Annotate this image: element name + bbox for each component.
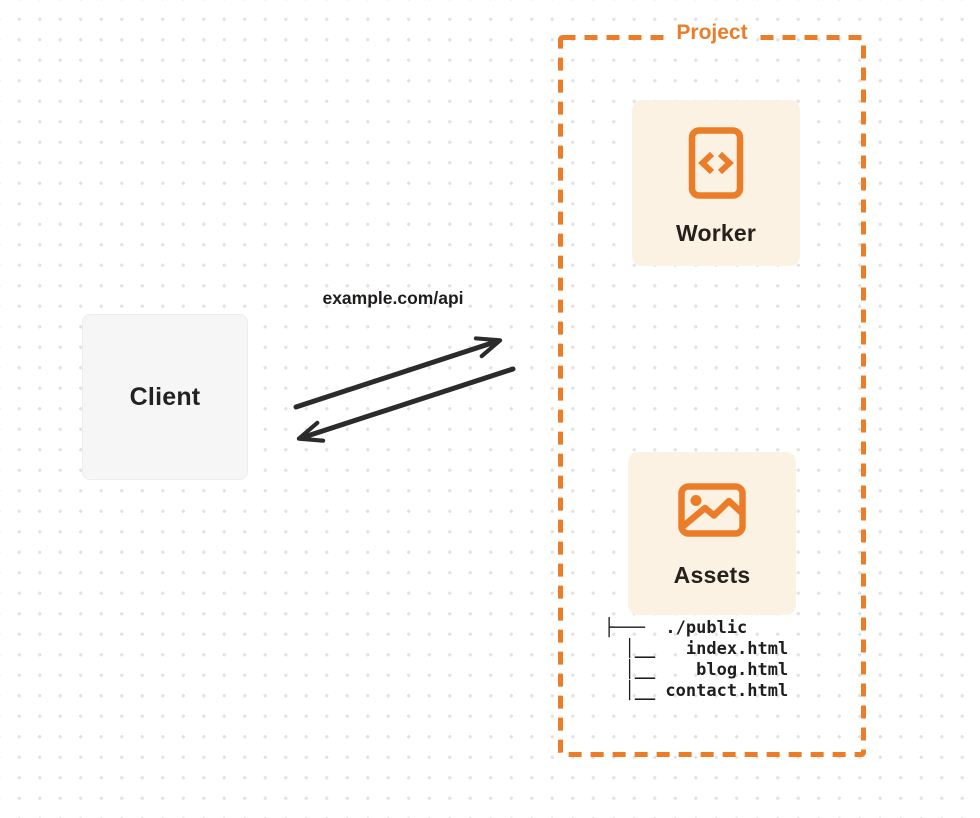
code-file-icon <box>688 127 744 199</box>
client-label: Client <box>129 382 201 411</box>
file-tree: ├─── ./public │__ index.html │__ blog.ht… <box>604 618 788 702</box>
project-label: Project <box>667 21 757 45</box>
client-node: Client <box>82 314 248 480</box>
tree-line-root: ├─── ./public <box>604 618 748 638</box>
worker-node: Worker <box>632 100 800 266</box>
dashed-border <box>558 35 866 757</box>
response-arrow <box>296 366 516 443</box>
tree-line-file: │__ blog.html <box>604 660 789 680</box>
worker-label: Worker <box>675 220 757 246</box>
tree-line-file: │__ contact.html <box>604 681 789 701</box>
image-icon <box>678 483 746 537</box>
assets-label: Assets <box>673 562 751 588</box>
tree-line-file: │__ index.html <box>604 639 789 659</box>
request-arrow <box>293 336 503 410</box>
assets-node: Assets <box>628 452 796 615</box>
request-url-label: example.com/api <box>322 288 464 308</box>
project-boundary: Project <box>558 21 866 757</box>
